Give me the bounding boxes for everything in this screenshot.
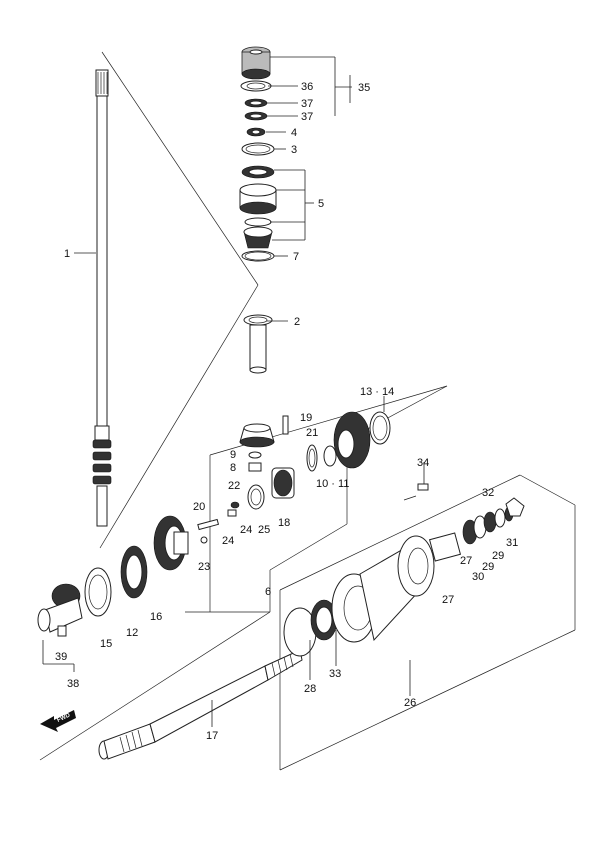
part-label-25: 25 bbox=[258, 524, 270, 536]
part-label-30: 30 bbox=[472, 571, 484, 583]
part-label-37-lower: 37 bbox=[301, 111, 313, 123]
fwd-arrow-label: FWD bbox=[56, 712, 72, 723]
part-label-17: 17 bbox=[206, 730, 218, 742]
part-label-24-right: 24 bbox=[240, 524, 252, 536]
bearing-4 bbox=[246, 127, 266, 137]
clutch-dog-18 bbox=[271, 467, 295, 499]
part-label-12: 12 bbox=[126, 627, 138, 639]
spacer-25 bbox=[247, 484, 265, 510]
bearing-housing-35 bbox=[241, 46, 271, 80]
drive-shaft-1 bbox=[92, 69, 112, 527]
seal-37-lower bbox=[244, 111, 268, 121]
part-label-38: 38 bbox=[67, 678, 79, 690]
snap-ring-7 bbox=[241, 250, 275, 262]
part-label-37-upper: 37 bbox=[301, 98, 313, 110]
pin-19 bbox=[282, 415, 289, 435]
part-label-8: 8 bbox=[230, 462, 236, 474]
part-label-24-left: 24 bbox=[222, 535, 234, 547]
part-label-5: 5 bbox=[318, 198, 324, 210]
perspective-lines bbox=[39, 51, 576, 771]
part-label-20: 20 bbox=[193, 501, 205, 513]
shift-rod-20 bbox=[197, 518, 220, 531]
part-label-13-14: 13 · 14 bbox=[360, 386, 394, 398]
part-label-7: 7 bbox=[293, 251, 299, 263]
part-label-23: 23 bbox=[198, 561, 210, 573]
part-label-34: 34 bbox=[417, 457, 429, 469]
pin-22-24 bbox=[227, 501, 240, 517]
part-label-27-lower: 27 bbox=[442, 594, 454, 606]
part-label-4: 4 bbox=[291, 127, 297, 139]
bearing-housing-38 bbox=[37, 583, 83, 637]
fwd-arrow-icon: FWD bbox=[40, 710, 76, 732]
propeller-shaft-17 bbox=[98, 649, 303, 760]
part-label-28: 28 bbox=[304, 683, 316, 695]
part-label-29-upper: 29 bbox=[492, 550, 504, 562]
taper-bearing-5 bbox=[239, 165, 277, 249]
part-label-29-lower: 29 bbox=[482, 561, 494, 573]
part-label-33: 33 bbox=[329, 668, 341, 680]
part-label-10-11: 10 · 11 bbox=[316, 478, 349, 490]
reverse-gear-16 bbox=[153, 515, 189, 571]
part-label-3: 3 bbox=[291, 144, 297, 156]
spring-21 bbox=[306, 444, 318, 472]
nut-8 bbox=[248, 462, 262, 472]
part-label-26: 26 bbox=[404, 697, 416, 709]
washer-15 bbox=[84, 567, 112, 617]
forward-gear-13-14 bbox=[333, 411, 391, 469]
part-label-1: 1 bbox=[64, 248, 70, 260]
bearing-ring-36 bbox=[240, 80, 272, 92]
part-label-6: 6 bbox=[265, 586, 271, 598]
ring-32 bbox=[505, 497, 525, 517]
pinion-gear bbox=[239, 423, 275, 448]
part-label-15: 15 bbox=[100, 638, 112, 650]
part-labels: 1 2 3 4 5 6 7 8 9 10 · 11 12 13 · 14 15 … bbox=[55, 81, 518, 742]
washer-9 bbox=[248, 451, 262, 459]
seal-37-upper bbox=[244, 98, 268, 108]
part-label-16: 16 bbox=[150, 611, 162, 623]
washer-10-11 bbox=[323, 445, 337, 467]
thrust-bearing-12 bbox=[120, 545, 148, 599]
part-label-31: 31 bbox=[506, 537, 518, 549]
part-label-22: 22 bbox=[228, 480, 240, 492]
part-label-9: 9 bbox=[230, 449, 236, 461]
part-label-21: 21 bbox=[306, 427, 318, 439]
part-label-27-upper: 27 bbox=[460, 555, 472, 567]
ring-3 bbox=[241, 142, 275, 156]
part-label-19: 19 bbox=[300, 412, 312, 424]
part-label-36: 36 bbox=[301, 81, 313, 93]
leader-lines bbox=[42, 56, 425, 727]
part-label-2: 2 bbox=[294, 316, 300, 328]
shaft-housing-26 bbox=[283, 506, 514, 657]
part-label-35: 35 bbox=[358, 82, 370, 94]
ball-23 bbox=[200, 536, 208, 544]
sleeve-2 bbox=[243, 314, 273, 374]
bolt-34 bbox=[403, 483, 429, 501]
part-label-39: 39 bbox=[55, 651, 67, 663]
part-label-32: 32 bbox=[482, 487, 494, 499]
part-label-18: 18 bbox=[278, 517, 290, 529]
